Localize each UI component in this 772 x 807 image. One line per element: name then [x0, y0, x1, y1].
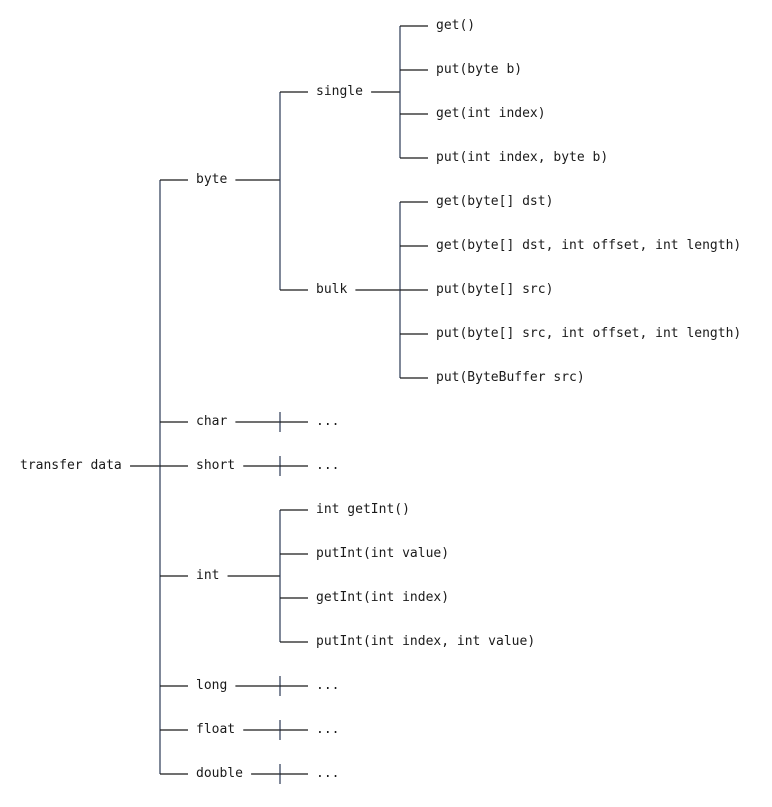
- method-leaf: put(byte[] src): [432, 279, 558, 301]
- ellipsis-leaf: ...: [312, 675, 344, 697]
- tree-node-int: int: [192, 565, 224, 587]
- tree-node-double: double: [192, 763, 247, 785]
- method-leaf: put(byte b): [432, 59, 527, 81]
- method-leaf: putInt(int value): [312, 543, 454, 565]
- ellipsis-leaf: ...: [312, 719, 344, 741]
- tree-node-single: single: [312, 81, 367, 103]
- tree-node-long: long: [192, 675, 232, 697]
- method-leaf: get(): [432, 15, 480, 37]
- tree-node-float: float: [192, 719, 240, 741]
- method-leaf: putInt(int index, int value): [312, 631, 540, 653]
- ellipsis-leaf: ...: [312, 763, 344, 785]
- method-leaf: getInt(int index): [312, 587, 454, 609]
- method-leaf: put(ByteBuffer src): [432, 367, 589, 389]
- ellipsis-leaf: ...: [312, 411, 344, 433]
- tree-node-char: char: [192, 411, 232, 433]
- method-leaf: int getInt(): [312, 499, 414, 521]
- tree-node-short: short: [192, 455, 240, 477]
- method-leaf: put(byte[] src, int offset, int length): [432, 323, 746, 345]
- method-leaf: put(int index, byte b): [432, 147, 613, 169]
- tree-node-transfer-data: transfer data: [16, 455, 126, 477]
- method-leaf: get(byte[] dst): [432, 191, 558, 213]
- method-leaf: get(byte[] dst, int offset, int length): [432, 235, 746, 257]
- tree-node-byte: byte: [192, 169, 232, 191]
- ellipsis-leaf: ...: [312, 455, 344, 477]
- method-leaf: get(int index): [432, 103, 550, 125]
- tree-node-bulk: bulk: [312, 279, 352, 301]
